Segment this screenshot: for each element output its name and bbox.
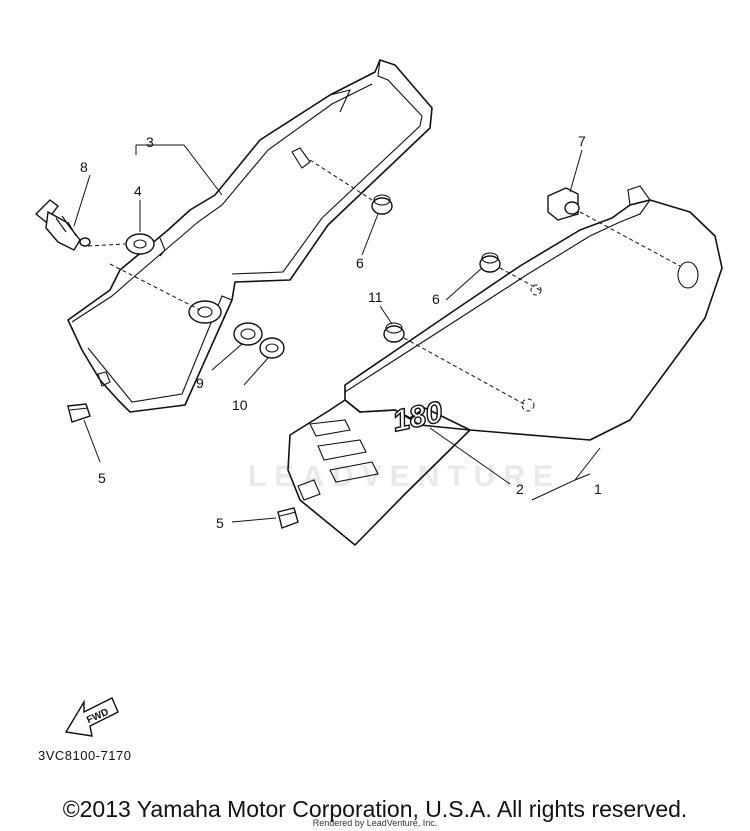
- emblem-text: 180: [390, 396, 446, 439]
- callout-5-right: 5: [216, 515, 224, 531]
- part-6-grommet-left: [371, 194, 393, 215]
- part-4-grommet: [125, 233, 155, 255]
- callout-4: 4: [134, 183, 142, 199]
- copyright-notice: ©2013 Yamaha Motor Corporation, U.S.A. A…: [62, 796, 688, 822]
- callout-10: 10: [232, 397, 248, 413]
- part-7-damper: [547, 187, 580, 221]
- fwd-arrow-icon: FWD: [64, 697, 119, 737]
- part-10-washer: [259, 337, 285, 359]
- callout-1: 1: [594, 481, 602, 497]
- right-side-cover: [287, 185, 723, 546]
- callout-6-right: 6: [432, 291, 440, 307]
- callout-9: 9: [196, 375, 204, 391]
- part-5-damper-right: [277, 507, 299, 529]
- callout-8: 8: [80, 159, 88, 175]
- part-2-emblem: 180: [389, 395, 447, 439]
- part-6-grommet-right: [479, 252, 501, 273]
- left-side-cover: [67, 59, 433, 413]
- part-9-collar: [233, 322, 263, 346]
- callout-5-left: 5: [98, 470, 106, 486]
- callout-2: 2: [516, 481, 524, 497]
- callout-7: 7: [578, 133, 586, 149]
- drawing-code: 3VC8100-7170: [38, 748, 132, 763]
- leader-lines: [73, 144, 601, 523]
- callout-11: 11: [368, 289, 383, 305]
- callout-3: 3: [146, 134, 154, 150]
- part-11-grommet: [383, 322, 405, 343]
- part-8-lock: [34, 199, 91, 251]
- callout-6-left: 6: [356, 255, 364, 271]
- part-5-damper-left: [67, 403, 91, 423]
- rendered-by-note: Rendered by LeadVenture, Inc.: [312, 818, 438, 828]
